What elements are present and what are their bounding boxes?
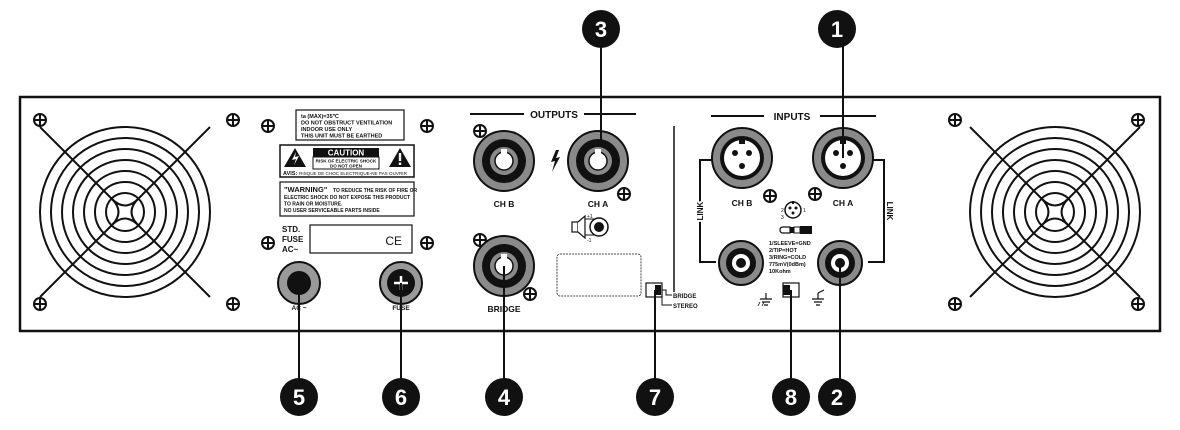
shock-warning-icon <box>284 148 306 167</box>
pinout-line-1: 1/SLEEVE=GND <box>769 241 811 247</box>
right-fan-grille <box>969 126 1141 298</box>
caution-title-bar <box>313 148 379 157</box>
output-ch-b-speakon[interactable] <box>473 124 535 192</box>
callout-4-number: 4 <box>498 385 511 410</box>
xlr-pin-3: 3 <box>781 215 784 221</box>
ground-symbol-left-icon <box>757 293 772 307</box>
callout-7-number: 7 <box>649 385 661 410</box>
callout-5-number: 5 <box>293 385 305 410</box>
moisture-warning-line-1: TO REDUCE THE RISK OF FIRE OR <box>333 188 417 194</box>
pinout-line-3: 3/RING=COLD <box>769 255 806 261</box>
moisture-warning-line-2: ELECTRIC SHOCK DO NOT EXPOSE THIS PRODUC… <box>284 195 410 201</box>
output-ch-a-speakon[interactable] <box>567 130 631 201</box>
callout-6: 6 <box>382 378 420 416</box>
callout-7: 7 <box>636 378 674 416</box>
callout-2-number: 2 <box>831 385 843 410</box>
fuse-info-std: STD. <box>282 225 300 234</box>
caution-title: CAUTION <box>328 149 365 158</box>
moisture-warning-line-3: TO RAIN OR MOISTURE. <box>284 202 343 208</box>
warning-line-1: ta (MAX)=35℃ <box>301 113 340 120</box>
left-fan-grille <box>39 126 211 298</box>
panel-screws-left-area <box>261 119 434 250</box>
callout-8-number: 8 <box>785 385 797 410</box>
caution-sub-1: RISK OF ELECTRIC SHOCK <box>316 159 377 164</box>
hazardous-output-icon <box>551 150 560 172</box>
pinout-line-4: 775mV(0dBm) <box>769 262 806 268</box>
output-blank-label-box <box>556 253 642 297</box>
speakon-pin-minus: -1 <box>587 238 592 244</box>
fuse-info-fuse: FUSE <box>282 235 304 244</box>
xlr-ch-a-label: CH A <box>833 198 853 208</box>
callout-4: 4 <box>485 378 523 416</box>
warning-line-4: THIS UNIT MUST BE EARTHED <box>301 134 382 140</box>
xlr-input-ch-b[interactable] <box>711 127 777 203</box>
callout-8: 8 <box>772 378 810 416</box>
avis-label: AVIS: <box>283 171 297 177</box>
speakon-pinout-icon <box>571 214 609 240</box>
inputs-label: INPUTS <box>774 112 811 123</box>
moisture-warning-label: "WARNING" <box>284 185 328 194</box>
speakon-pin-plus: +1 <box>587 214 593 220</box>
avis-text: RISQUE DE CHOC ELECTRIQUE-NE PAS OUVRIR <box>299 171 408 176</box>
pinout-line-5: 10Kohm <box>769 269 791 275</box>
output-ch-a-label: CH A <box>588 199 608 209</box>
ground-symbol-right-icon <box>812 289 825 306</box>
callout-1-number: 1 <box>831 17 843 42</box>
link-line-ch-b <box>699 159 716 263</box>
link-line-ch-a <box>868 159 885 263</box>
warning-line-2: DO NOT OBSTRUCT VENTILATION <box>301 121 392 127</box>
moisture-warning-line-4: NO USER SERVICEABLE PARTS INSIDE <box>284 208 380 214</box>
pinout-line-2: 2/TIP=HOT <box>769 248 798 254</box>
right-fan-screws <box>948 113 1145 311</box>
xlr-pin-2: 2 <box>781 208 784 214</box>
output-ch-b-label: CH B <box>494 199 515 209</box>
link-label-ch-b: LINK <box>696 201 705 220</box>
outputs-label: OUTPUTS <box>530 110 578 121</box>
xlr-pin-1: 1 <box>803 208 806 214</box>
fuse-rating-box <box>309 224 413 254</box>
ventilation-warning-box <box>295 109 405 141</box>
xlr-pin-diagram-icon <box>784 201 802 219</box>
callout-leader-lines <box>298 46 844 385</box>
caution-sub-2: DO NOT OPEN <box>330 164 363 169</box>
exclamation-warning-icon <box>389 148 411 167</box>
mode-switch-stereo-label: STEREO <box>673 304 698 310</box>
moisture-warning-box <box>279 181 415 217</box>
jack-plug-icon <box>779 226 812 234</box>
callout-3: 3 <box>582 10 620 48</box>
fuse-info-ac: AC~ <box>282 245 299 254</box>
callout-5: 5 <box>280 378 318 416</box>
link-label-ch-a: LINK <box>885 202 894 221</box>
xlr-ch-b-label: CH B <box>732 198 753 208</box>
caution-sub-box <box>312 156 380 170</box>
warning-line-3: INDOOR USE ONLY <box>301 127 352 133</box>
ce-mark: CE <box>385 234 402 248</box>
callout-6-number: 6 <box>395 385 407 410</box>
left-fan-screws <box>33 113 240 311</box>
callout-1: 1 <box>818 10 856 48</box>
callout-3-number: 3 <box>595 17 607 42</box>
callout-2: 2 <box>818 378 856 416</box>
jack-input-ch-b[interactable] <box>718 240 764 286</box>
mode-switch-bridge-label: BRIDGE <box>673 294 696 300</box>
